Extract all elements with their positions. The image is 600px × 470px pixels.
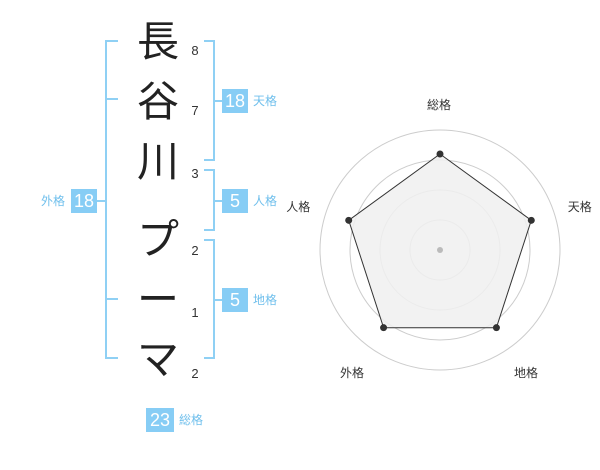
radar-point-3: [492, 324, 500, 332]
stroke-count-3: 3: [191, 166, 199, 181]
stroke-count-1: 8: [191, 43, 199, 58]
radar-point-5: [345, 216, 353, 224]
name-char-1: 長: [136, 17, 179, 66]
radar-axis-label-4: 外格: [340, 365, 365, 380]
name-char-4: プ: [136, 215, 179, 264]
radar-axis-label-1: 総格: [427, 98, 452, 112]
stroke-count-6: 2: [191, 366, 199, 381]
tenkaku-label: 天格: [253, 94, 278, 108]
gaikaku-bracket: [105, 40, 118, 359]
gaikaku-label: 外格: [41, 194, 66, 208]
gaikaku-badge: 18: [71, 189, 97, 213]
jinkaku-label: 人格: [253, 194, 278, 208]
soukaku-label: 総格: [179, 413, 204, 427]
jinkaku-badge: 5: [222, 189, 248, 213]
soukaku-badge: 23: [146, 408, 174, 432]
radar-polygon: [348, 153, 532, 329]
radar-axis-label-5: 人格: [286, 200, 311, 215]
name-char-5: ー: [136, 275, 179, 324]
name-char-6: マ: [136, 335, 179, 384]
stroke-count-2: 7: [191, 103, 199, 118]
radar-ring-4: [319, 129, 561, 371]
radar-axis-label-3: 地格: [513, 365, 538, 380]
name-char-3: 川: [136, 137, 179, 186]
chikaku-label: 地格: [253, 293, 278, 307]
radar-center-dot: [437, 247, 443, 253]
radar-point-4: [380, 324, 388, 332]
stroke-count-4: 2: [191, 243, 199, 258]
stroke-count-5: 1: [191, 305, 199, 320]
radar-point-2: [527, 216, 535, 224]
chikaku-badge: 5: [222, 288, 248, 312]
radar-point-1: [436, 150, 444, 158]
tenkaku-badge: 18: [222, 89, 248, 113]
name-char-2: 谷: [136, 77, 179, 126]
radar-axis-label-2: 天格: [567, 200, 592, 215]
